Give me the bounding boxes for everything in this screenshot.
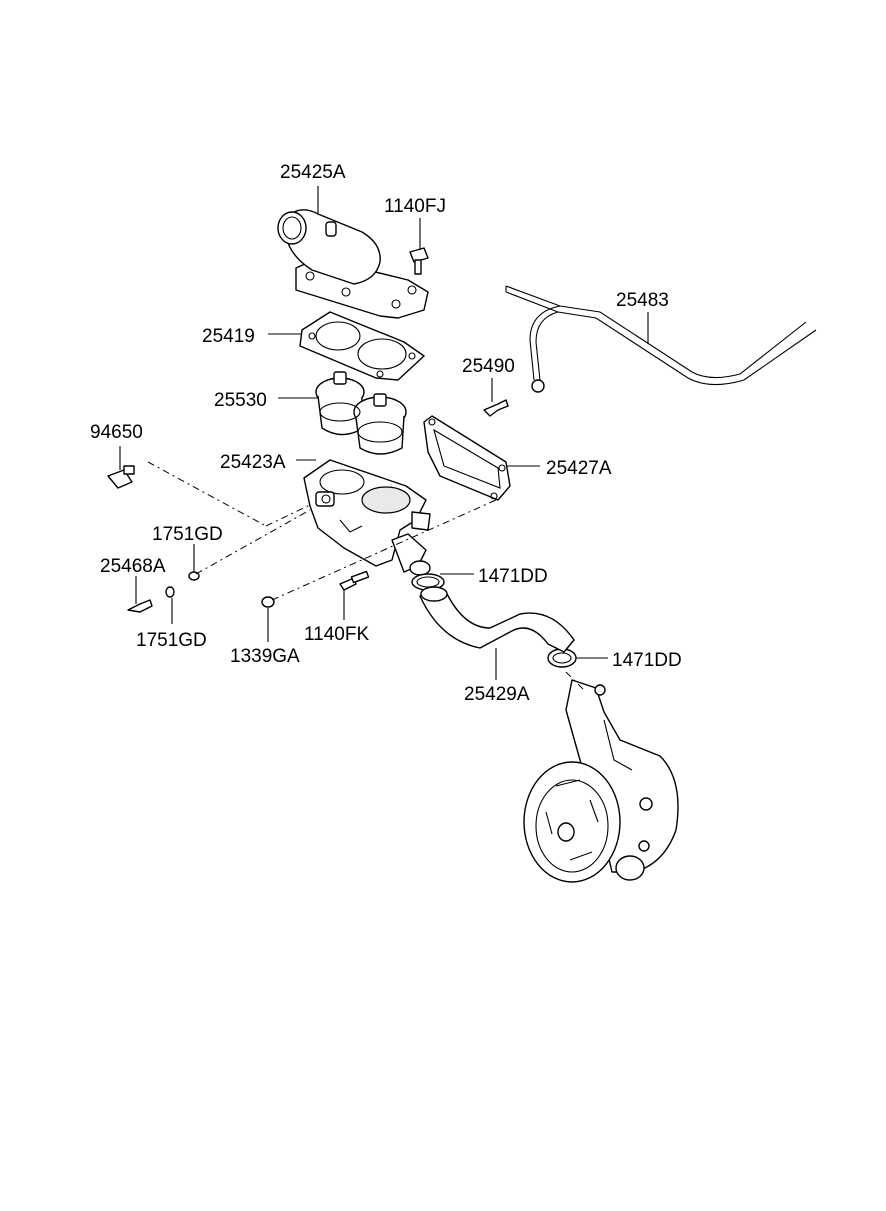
assembly-line-2: [195, 509, 311, 575]
label-1339GA: 1339GA: [230, 646, 300, 667]
thermostat-housing: [303, 459, 431, 576]
gasket-25427A: [423, 415, 511, 501]
bolt-1140FK: [339, 570, 370, 591]
pipe-25483: [505, 285, 817, 393]
label-1751GD-a: 1751GD: [152, 524, 223, 545]
label-25483: 25483: [616, 290, 669, 311]
label-1751GD-b: 1751GD: [136, 630, 207, 651]
label-25429A: 25429A: [464, 684, 530, 705]
nut-1339GA: [261, 596, 275, 608]
hose-clamp-1471DD-b: [547, 648, 577, 668]
label-1471DD-b: 1471DD: [612, 650, 682, 671]
label-1140FK: 1140FK: [304, 624, 369, 645]
thermostat-25530: [315, 371, 407, 455]
label-94650: 94650: [90, 422, 143, 443]
water-pump: [523, 679, 679, 883]
sensor-94650: [107, 465, 135, 489]
assembly-line-4: [565, 671, 585, 691]
bolt-1140FJ: [409, 247, 429, 275]
leader-lines: [119, 186, 649, 680]
label-1471DD-a: 1471DD: [478, 566, 548, 587]
assembly-line-1: [147, 461, 267, 527]
label-25425A: 25425A: [280, 162, 346, 183]
assembly-line-5: [265, 503, 313, 527]
label-25419: 25419: [202, 326, 255, 347]
label-25427A: 25427A: [546, 458, 612, 479]
label-25468A: 25468A: [100, 556, 166, 577]
hose-25429A: [419, 586, 575, 653]
label-25490: 25490: [462, 356, 515, 377]
gasket-25419: [299, 311, 425, 381]
label-25530: 25530: [214, 390, 267, 411]
washer-1751GD-b: [165, 586, 175, 598]
thermostat-housing-cover: [277, 209, 429, 319]
bolt-25468A: [127, 599, 153, 613]
hose-clamp-1471DD-a: [411, 573, 445, 591]
bolt-25490: [483, 399, 509, 417]
label-1140FJ: 1140FJ: [384, 196, 446, 217]
assembly-line-3: [271, 499, 497, 601]
label-25423A: 25423A: [220, 452, 286, 473]
